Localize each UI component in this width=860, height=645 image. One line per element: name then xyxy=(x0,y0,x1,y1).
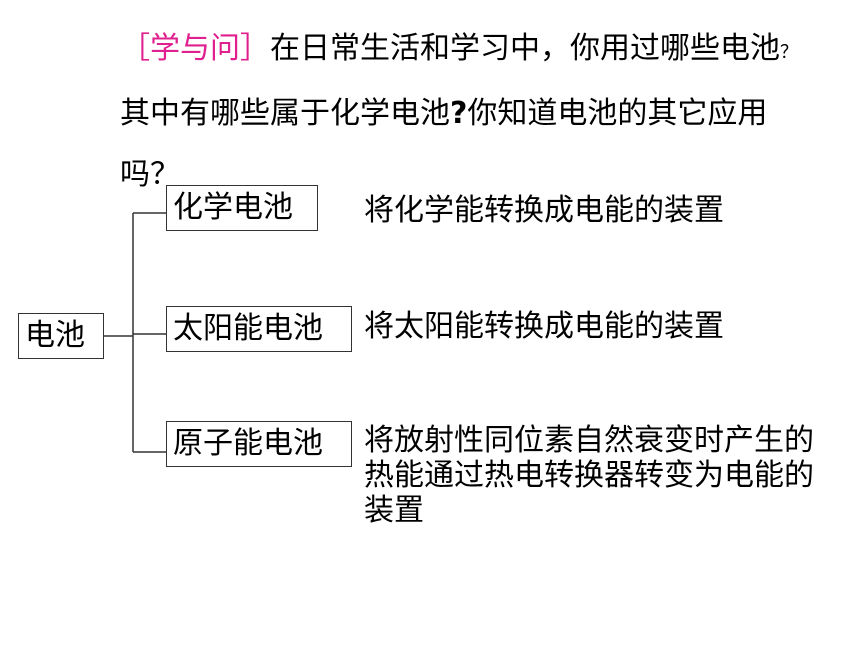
intro-paragraph: ［学与问］在日常生活和学习中，你用过哪些电池？其中有哪些属于化学电池?你知道电池… xyxy=(120,18,800,205)
intro-label: ［学与问］ xyxy=(120,31,270,66)
branch-node-atomic-battery: 原子能电池 xyxy=(166,421,352,467)
branch-node-solar-battery: 太阳能电池 xyxy=(166,306,352,352)
branch-description-chemical: 将化学能转换成电能的装置 xyxy=(364,193,724,228)
intro-bold-question-mark: ? xyxy=(450,96,468,131)
branch-description-solar: 将太阳能转换成电能的装置 xyxy=(364,309,724,344)
intro-text-2: 其中有哪些属于化学电池 xyxy=(120,96,450,131)
branch-description-atomic: 将放射性同位素自然衰变时产生的热能通过热电转换器转变为电能的装置 xyxy=(364,423,814,528)
branch-node-chemical-battery: 化学电池 xyxy=(166,185,318,231)
root-node-battery: 电池 xyxy=(18,313,104,359)
intro-small-question-mark: ？ xyxy=(780,42,798,63)
intro-text-1: 在日常生活和学习中，你用过哪些电池 xyxy=(270,31,780,66)
